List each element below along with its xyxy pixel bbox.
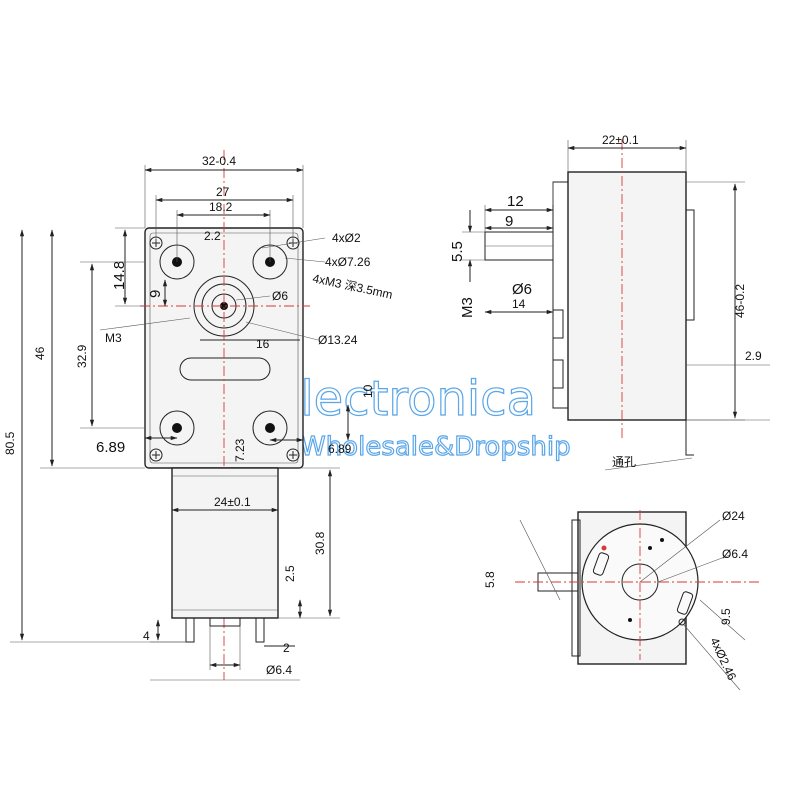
dim-height-46: 46 [33, 346, 47, 360]
dim-shaft-5-5: 5.5 [449, 241, 466, 262]
dim-terminal-2: 2 [283, 641, 290, 655]
label-through-hole: 通孔 [612, 455, 636, 469]
dim-vert-7-23: 7.23 [233, 438, 247, 462]
dim-side-height: 46-0.2 [733, 284, 747, 318]
callout-shaft-dia: Ø6 [272, 289, 288, 303]
motor-can [171, 467, 279, 619]
dim-motor-height: 30.8 [313, 531, 327, 555]
dim-overall-width: 32-0.4 [202, 154, 236, 168]
callout-thread-depth: 4xM3 深3.5mm [311, 271, 393, 302]
dim-tiny: 2.2 [204, 229, 221, 243]
slot [179, 357, 271, 381]
dim-offset-9: 9 [147, 290, 164, 298]
dim-end-6-4: Ø6.4 [722, 547, 748, 561]
callout-small-holes: 4xØ2 [332, 231, 361, 245]
callout-boss-dia: Ø13.24 [318, 333, 358, 347]
dim-motor-shaft: Ø6.4 [266, 663, 292, 677]
side-view: 22±0.1 12 9 5.5 Ø6 M3 14 46-0.2 2.9 通孔 [449, 133, 770, 471]
dim-shaft-12: 12 [507, 193, 524, 210]
dim-side-14: 14 [512, 297, 526, 311]
motor-terminal-icon [185, 617, 265, 643]
dim-side-shaft-dia: Ø6 [512, 281, 532, 298]
end-view: Ø24 Ø6.4 5.8 9.5 4xØ2.46 [483, 509, 760, 691]
front-view: 32-0.4 27 18.2 2.2 4xØ2 4xØ7.26 4xM3 深3.… [3, 150, 394, 681]
dim-slot: 16 [256, 337, 270, 351]
callout-m3: M3 [105, 331, 122, 345]
dim-top-height: 14.8 [111, 261, 128, 290]
callout-boss-holes: 4xØ7.26 [325, 255, 371, 269]
dim-total-80-5: 80.5 [3, 431, 17, 455]
watermark-tagline: Wholesale&Dropship [300, 432, 571, 462]
dim-bottom-left-6-89: 6.89 [96, 439, 125, 456]
dim-end-9-5: 9.5 [719, 608, 733, 625]
dim-inner-width: 18.2 [209, 200, 233, 214]
dim-motor-2-5: 2.5 [283, 565, 297, 582]
dim-end-24: Ø24 [722, 509, 745, 523]
dim-terminal-4: 4 [143, 629, 150, 643]
brush-holder-icon [592, 552, 694, 615]
gearbox-side-body [567, 171, 687, 421]
dim-hole-width: 27 [216, 185, 230, 199]
watermark-brand: Electronica [270, 371, 536, 427]
dim-vert-10: 10 [361, 384, 375, 398]
dim-shaft-9: 9 [505, 213, 513, 230]
watermark: Electronica Wholesale&Dropship [191, 351, 571, 463]
dim-bottom-right-6-89: 6.89 [328, 442, 352, 456]
dim-side-depth: 22±0.1 [602, 133, 639, 147]
dim-motor-width: 24±0.1 [214, 495, 251, 509]
dim-height-32-9: 32.9 [75, 344, 89, 368]
dim-end-5-8: 5.8 [483, 571, 497, 588]
dim-side-2-9: 2.9 [745, 349, 762, 363]
dim-end-holes: 4xØ2.46 [707, 635, 739, 682]
dim-side-m3: M3 [459, 297, 476, 318]
